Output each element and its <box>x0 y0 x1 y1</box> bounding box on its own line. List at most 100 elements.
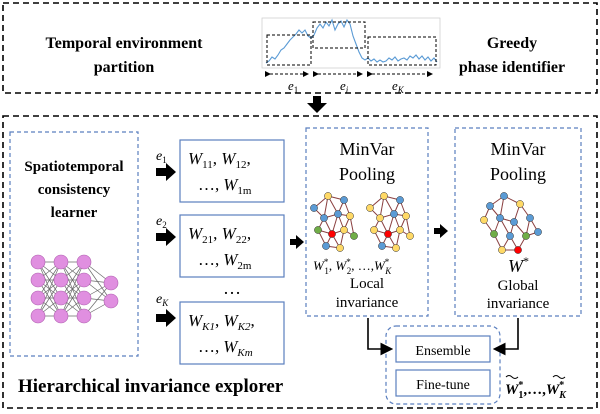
env-label-k: eK <box>392 78 405 95</box>
graph-node <box>392 244 400 252</box>
graph-node <box>390 210 398 218</box>
explorer-frame <box>2 115 598 409</box>
time-series-thumbnail <box>261 17 441 69</box>
graph-node <box>378 242 386 250</box>
nn-neuron <box>76 272 92 288</box>
nn-neuron <box>103 293 119 309</box>
env-label-i: ei <box>340 78 349 95</box>
ensemble-box <box>395 335 491 363</box>
graph-node <box>314 226 322 234</box>
phase-box-i <box>312 21 366 49</box>
global-graph <box>480 192 542 254</box>
phase-box-k <box>367 36 437 66</box>
nn-neuron <box>30 308 46 324</box>
graph-node <box>396 196 404 204</box>
nn-neuron <box>103 275 119 291</box>
global-invariance-label-1: Global <box>498 278 539 294</box>
local-weights-seq: W*1, W*2, …,W*K <box>313 257 392 276</box>
graph-node <box>380 192 388 200</box>
env-arrow-label-2: e2 <box>156 214 167 230</box>
explorer-label: Hierarchical invariance explorer <box>18 376 284 397</box>
graph-node <box>526 214 534 222</box>
graph-node <box>310 204 318 212</box>
graph-node <box>370 226 378 234</box>
graph-node <box>500 192 508 200</box>
graph-node <box>328 230 336 238</box>
finetune-label: Fine-tune <box>416 378 470 393</box>
weight-box-2: W21, W22, …,W2m <box>179 214 285 278</box>
graph-node <box>480 216 488 224</box>
graph-node <box>498 246 506 254</box>
global-weight: W* <box>508 254 529 276</box>
graph-node <box>366 204 374 212</box>
svg-text:…,WKm: …,WKm <box>198 337 253 359</box>
graph-node <box>522 232 530 240</box>
graph-node <box>320 214 328 222</box>
env-arrows <box>156 163 176 327</box>
svg-text:…,W2m: …,W2m <box>198 250 252 272</box>
nn-neuron <box>53 272 69 288</box>
learner-label-line1: Spatiotemporal <box>24 159 123 175</box>
svg-text:WK1, WK2,: WK1, WK2, <box>188 311 255 333</box>
learner-label-line2: consistency <box>38 182 111 198</box>
graph-node <box>486 202 494 210</box>
graph-node <box>506 232 514 240</box>
finetune-box <box>395 369 491 397</box>
weight-ellipsis: … <box>223 278 241 298</box>
nn-neuron <box>30 254 46 270</box>
learner-box <box>9 131 139 357</box>
graph-node <box>350 232 358 240</box>
learner-label-line3: learner <box>51 205 98 221</box>
svg-text:W21, W22,: W21, W22, <box>188 224 251 246</box>
ensemble-connectors <box>367 318 519 356</box>
nn-neuron <box>30 290 46 306</box>
graph-node <box>496 214 504 222</box>
graph-node <box>406 232 414 240</box>
greedy-label-line2: phase identifier <box>459 59 565 76</box>
local-graph-2 <box>366 192 414 252</box>
greedy-label-line1: Greedy <box>487 35 537 52</box>
graph-node <box>510 218 518 226</box>
svg-text:…,W1m: …,W1m <box>198 175 252 197</box>
graph-node <box>322 242 330 250</box>
nn-edge <box>37 261 62 317</box>
env-arrow-label-1: e1 <box>156 149 167 165</box>
neural-network-icon <box>30 254 119 324</box>
nn-neuron <box>53 254 69 270</box>
output-tildes <box>505 375 566 379</box>
phase-box-1 <box>266 34 312 66</box>
partition-label-line2: partition <box>94 59 155 76</box>
nn-edge <box>60 261 85 317</box>
nn-neuron <box>53 290 69 306</box>
graph-node <box>340 196 348 204</box>
local-minvar-box <box>305 127 429 317</box>
weight-box-1: W11, W12, …,W1m <box>179 139 285 203</box>
top-section-frame <box>2 2 598 94</box>
global-invariance-label-2: invariance <box>487 296 550 312</box>
partition-label-line1: Temporal environment <box>46 35 204 52</box>
global-minvar-title-2: Pooling <box>490 164 546 184</box>
nn-neuron <box>76 254 92 270</box>
local-minvar-title-2: Pooling <box>339 164 395 184</box>
global-minvar-box <box>454 127 582 317</box>
nn-neuron <box>53 308 69 324</box>
env-label-1: e1 <box>288 78 298 95</box>
local-graph-1 <box>310 192 358 252</box>
graph-node <box>514 246 522 254</box>
arrow-to-local-minvar <box>290 235 304 249</box>
graph-node <box>346 212 354 220</box>
graph-node <box>334 210 342 218</box>
arrow-to-global-minvar <box>434 224 448 238</box>
down-arrow <box>307 96 327 113</box>
graph-node <box>396 226 404 234</box>
ensemble-label: Ensemble <box>415 344 470 359</box>
local-minvar-title-1: MinVar <box>340 139 395 159</box>
weight-box-k: WK1, WK2, …,WKm <box>179 301 285 365</box>
local-invariance-label-1: Local <box>350 276 384 292</box>
graph-node <box>376 214 384 222</box>
output-weights: W*1,…,W*K <box>505 380 567 401</box>
svg-text:W11, W12,: W11, W12, <box>188 149 251 171</box>
nn-neuron <box>30 272 46 288</box>
